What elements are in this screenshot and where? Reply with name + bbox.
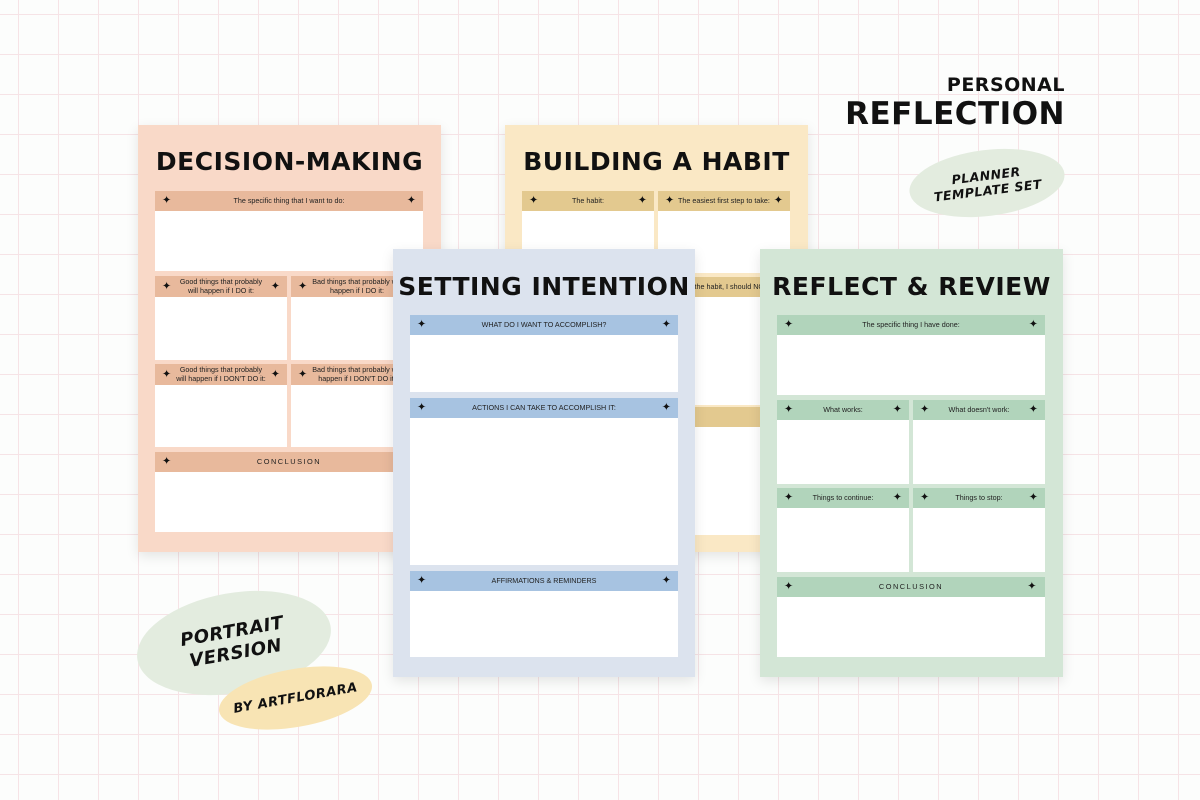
section-label: ACTIONS I CAN TAKE TO ACCOMPLISH IT: (472, 402, 616, 412)
sparkle-icon: ✦ (162, 194, 172, 207)
section-header: ✦ Good things that probably will happen … (155, 276, 287, 297)
sparkle-icon: ✦ (417, 574, 427, 587)
card-title: DECISION-MAKING (155, 147, 424, 176)
section-label: The easiest first step to take: (678, 195, 770, 205)
section-label: Good things that probably will happen if… (176, 365, 266, 383)
brand-title: REFLECTION (845, 96, 1065, 132)
sparkle-icon: ✦ (162, 280, 172, 292)
sparkle-icon: ✦ (1028, 318, 1038, 331)
section-header: ✦ AFFIRMATIONS & REMINDERS ✦ (410, 571, 678, 591)
section-conclusion: ✦ CONCLUSION ✦ (155, 452, 423, 532)
sparkle-icon: ✦ (784, 580, 795, 593)
section-specific-thing: ✦ The specific thing that I want to do: … (155, 191, 423, 271)
card-title: REFLECT & REVIEW (772, 272, 1051, 301)
section-header: ✦ ACTIONS I CAN TAKE TO ACCOMPLISH IT: ✦ (410, 398, 678, 418)
sparkle-icon: ✦ (892, 403, 902, 416)
section-header: ✦ The specific thing that I want to do: … (155, 191, 423, 211)
section-affirmations: ✦ AFFIRMATIONS & REMINDERS ✦ (410, 571, 678, 657)
section-label: Good things that probably will happen if… (179, 277, 263, 295)
section-header: ✦ The habit: ✦ (522, 191, 654, 211)
section-header: ✦ The easiest first step to take: ✦ (658, 191, 790, 211)
sparkle-icon: ✦ (784, 491, 794, 504)
section-actions: ✦ ACTIONS I CAN TAKE TO ACCOMPLISH IT: ✦ (410, 398, 678, 565)
sparkle-icon: ✦ (773, 194, 783, 207)
sparkle-icon: ✦ (784, 318, 794, 331)
section-label: CONCLUSION (878, 581, 944, 591)
sparkle-icon: ✦ (406, 194, 416, 207)
sparkle-icon: ✦ (270, 368, 280, 380)
section-header: ✦ Things to stop: ✦ (913, 488, 1045, 508)
planner-badge: PLANNER TEMPLATE SET (905, 140, 1069, 226)
card-title: BUILDING A HABIT (523, 147, 790, 176)
section-conclusion: ✦ CONCLUSION ✦ (777, 577, 1045, 657)
section-label: Things to continue: (812, 492, 874, 502)
sparkle-icon: ✦ (270, 280, 280, 292)
section-what-doesnt-work: ✦ What doesn't work: ✦ (913, 400, 1045, 484)
sparkle-icon: ✦ (417, 318, 427, 331)
sparkle-icon: ✦ (298, 368, 308, 380)
section-label: WHAT DO I WANT TO ACCOMPLISH? (481, 319, 607, 329)
sparkle-icon: ✦ (417, 401, 427, 414)
section-header: ✦ Good things that probably will happen … (155, 364, 287, 385)
sparkle-icon: ✦ (637, 194, 647, 207)
section-accomplish: ✦ WHAT DO I WANT TO ACCOMPLISH? ✦ (410, 315, 678, 392)
sparkle-icon: ✦ (298, 280, 308, 292)
section-label: The specific thing that I want to do: (233, 195, 345, 205)
sparkle-icon: ✦ (892, 491, 902, 504)
section-header: ✦ CONCLUSION ✦ (155, 452, 423, 472)
sparkle-icon: ✦ (661, 401, 671, 414)
sparkle-icon: ✦ (1028, 491, 1038, 504)
section-done: ✦ The specific thing I have done: ✦ (777, 315, 1045, 395)
sparkle-icon: ✦ (784, 403, 794, 416)
section-things-to-continue: ✦ Things to continue: ✦ (777, 488, 909, 572)
sparkle-icon: ✦ (661, 574, 671, 587)
sparkle-icon: ✦ (920, 403, 930, 416)
section-label: AFFIRMATIONS & REMINDERS (491, 575, 597, 585)
sparkle-icon: ✦ (1028, 403, 1038, 416)
section-label: CONCLUSION (256, 456, 322, 466)
section-label: The specific thing I have done: (862, 319, 960, 329)
card-setting-intention: SETTING INTENTION ✦ WHAT DO I WANT TO AC… (393, 249, 695, 677)
artist-name: BY ARTFLORARA (232, 679, 359, 717)
section-label: Things to stop: (955, 492, 1003, 502)
section-label: ild the habit, I should NO (685, 281, 764, 291)
section-header: ✦ WHAT DO I WANT TO ACCOMPLISH? ✦ (410, 315, 678, 335)
section-label: What doesn't work: (948, 404, 1010, 414)
section-header: ✦ What works: ✦ (777, 400, 909, 420)
section-good-if-do: ✦ Good things that probably will happen … (155, 276, 287, 360)
sparkle-icon: ✦ (162, 368, 172, 380)
sparkle-icon: ✦ (661, 318, 671, 331)
section-header: ✦ What doesn't work: ✦ (913, 400, 1045, 420)
section-label: The habit: (572, 195, 604, 205)
section-label: Bad things that probably will happen if … (312, 277, 402, 295)
sparkle-icon: ✦ (920, 491, 930, 504)
section-label: What works: (823, 404, 863, 414)
section-what-works: ✦ What works: ✦ (777, 400, 909, 484)
sparkle-icon: ✦ (162, 455, 173, 468)
sparkle-icon: ✦ (665, 194, 675, 207)
section-things-to-stop: ✦ Things to stop: ✦ (913, 488, 1045, 572)
sparkle-icon: ✦ (1027, 580, 1038, 593)
section-header: ✦ CONCLUSION ✦ (777, 577, 1045, 597)
section-label: Bad things that probably will happen if … (312, 365, 402, 383)
card-reflect-and-review: REFLECT & REVIEW ✦ The specific thing I … (760, 249, 1063, 677)
section-good-if-dont: ✦ Good things that probably will happen … (155, 364, 287, 447)
section-header: ✦ Things to continue: ✦ (777, 488, 909, 508)
brand-subtitle: PERSONAL (946, 74, 1065, 96)
section-header: ✦ The specific thing I have done: ✦ (777, 315, 1045, 335)
card-title: SETTING INTENTION (398, 272, 690, 301)
sparkle-icon: ✦ (529, 194, 539, 207)
